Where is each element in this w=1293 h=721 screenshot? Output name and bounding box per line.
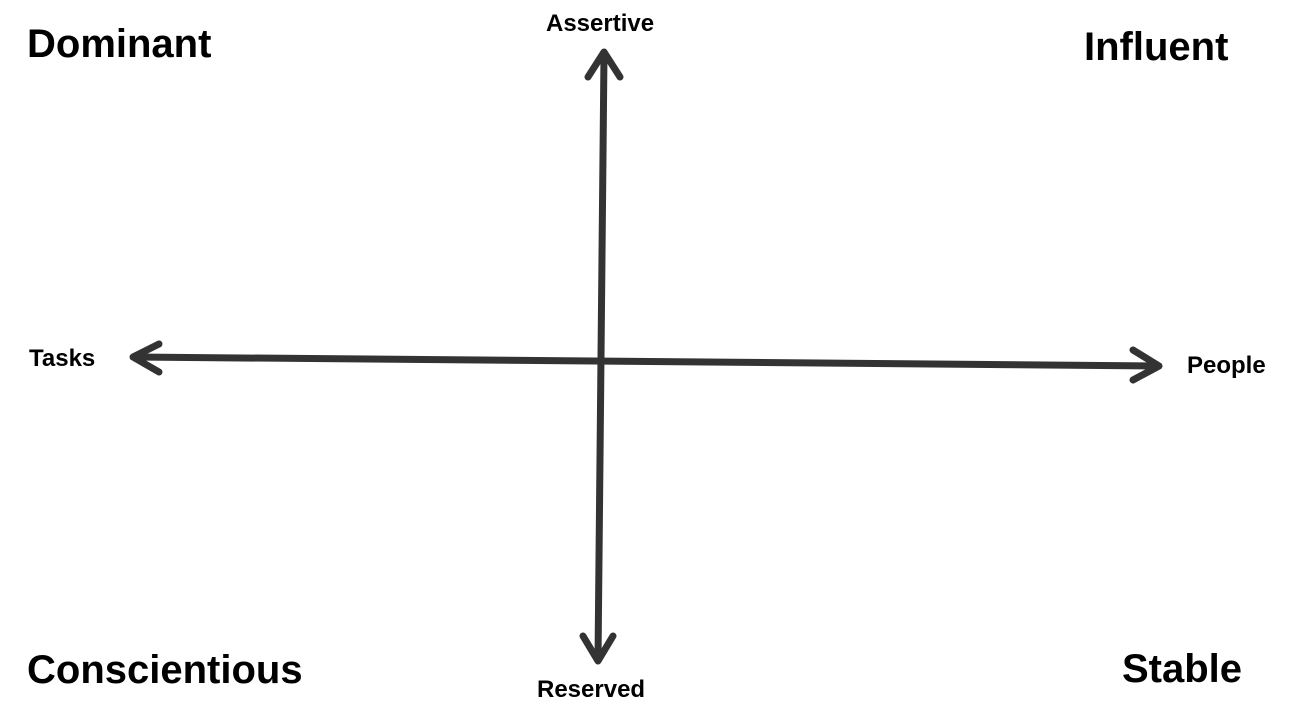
horizontal-axis-line <box>130 353 1162 370</box>
axis-label-tasks: Tasks <box>29 345 96 372</box>
quadrant-label-conscientious: Conscientious <box>27 648 303 692</box>
quadrant-label-dominant: Dominant <box>27 22 212 66</box>
quadrant-label-stable: Stable <box>1122 647 1243 691</box>
axis-label-reserved: Reserved <box>537 676 646 703</box>
arrowhead-up-icon <box>584 48 624 81</box>
arrowhead-right-icon <box>1129 346 1163 384</box>
arrowhead-left-icon <box>129 340 163 376</box>
axis-label-people: People <box>1187 352 1266 379</box>
axis-label-assertive: Assertive <box>546 10 655 37</box>
vertical-axis-line <box>594 50 608 664</box>
quadrant-label-influent: Influent <box>1084 25 1229 69</box>
arrowhead-down-icon <box>579 632 617 665</box>
